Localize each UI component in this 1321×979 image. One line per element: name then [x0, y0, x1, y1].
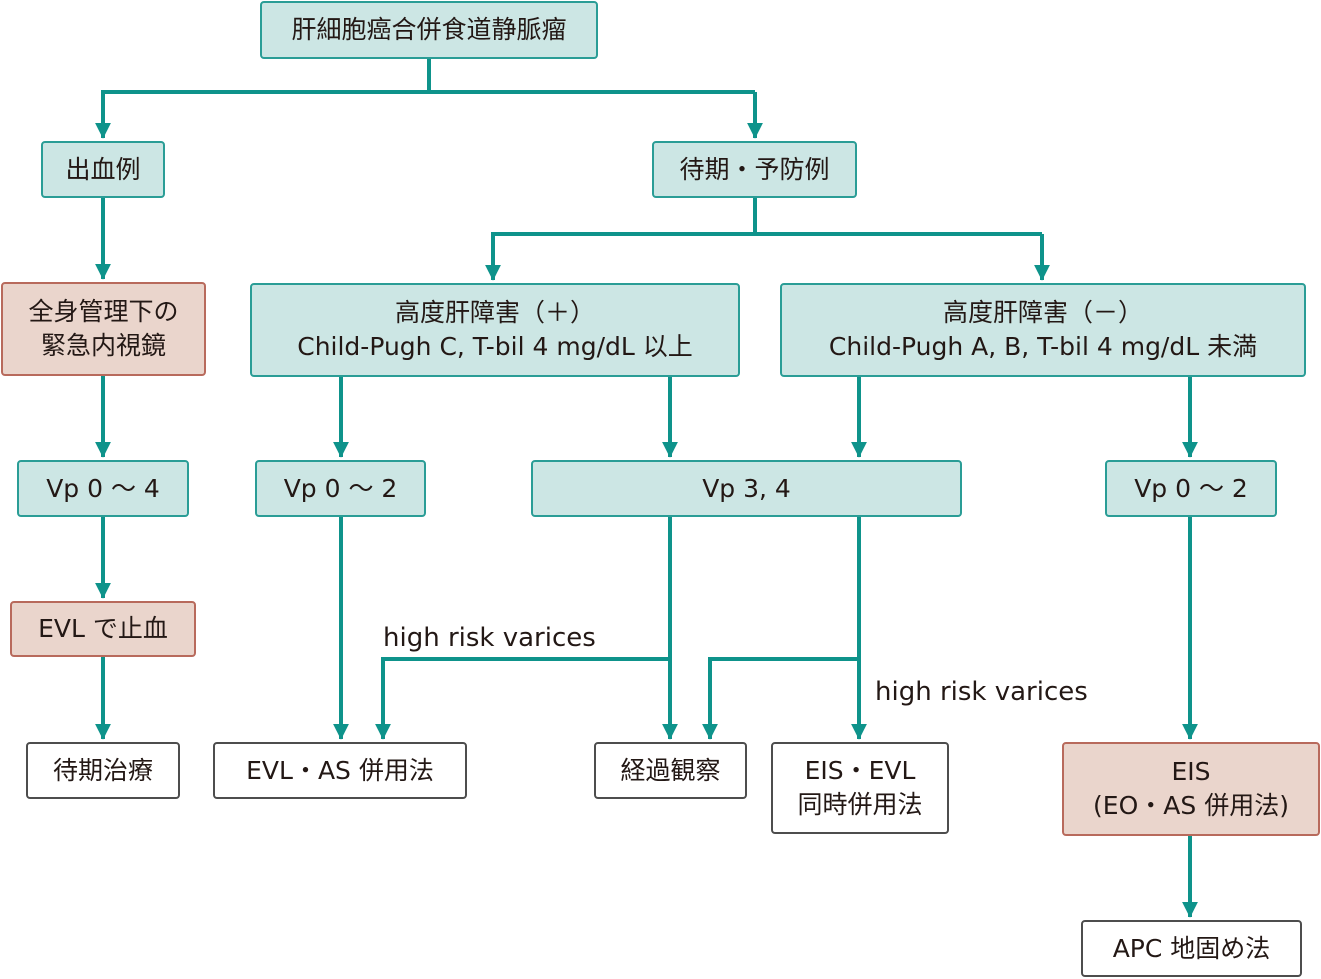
node-vp02-right-label: Vp 0 ～ 2: [1134, 473, 1248, 503]
label-high-risk-left: high risk varices: [383, 623, 596, 653]
node-eis-evl-line-2: 同時併用法: [797, 790, 923, 819]
node-mild-liver: 高度肝障害（－） Child-Pugh A, B, T-bil 4 mg/dL …: [780, 283, 1306, 377]
node-elective-treatment-label: 待期治療: [52, 755, 153, 785]
edge-root-to-bleeding: [95, 90, 755, 139]
node-severe-line-1: 高度肝障害（＋）: [394, 298, 595, 327]
node-bleeding-label: 出血例: [65, 154, 141, 184]
node-observation-label: 経過観察: [620, 755, 721, 785]
node-elective-label: 待期・予防例: [679, 154, 830, 184]
node-vp34-label: Vp 3, 4: [702, 473, 791, 503]
node-vp02-right: Vp 0 ～ 2: [1105, 460, 1277, 517]
node-eis-line-1: EIS: [1171, 757, 1211, 786]
node-severe-liver: 高度肝障害（＋） Child-Pugh C, T-bil 4 mg/dL 以上: [250, 283, 740, 377]
edge-elective-to-severe: [485, 232, 1042, 281]
node-eis: EIS (EO・AS 併用法): [1062, 742, 1320, 836]
node-mild-line-1: 高度肝障害（－）: [942, 298, 1143, 327]
node-eis-evl: EIS・EVL 同時併用法: [771, 742, 949, 834]
node-evl-hemostasis-label: EVL で止血: [38, 614, 168, 643]
node-severe-line-2: Child-Pugh C, T-bil 4 mg/dL 以上: [297, 332, 693, 361]
node-observation: 経過観察: [594, 742, 747, 799]
node-elective-treatment: 待期治療: [26, 742, 180, 799]
node-bleeding: 出血例: [41, 141, 165, 198]
label-high-risk-right: high risk varices: [875, 677, 1088, 707]
node-evl-as-label: EVL・AS 併用法: [246, 755, 434, 785]
node-apc: APC 地固め法: [1081, 920, 1302, 977]
node-mild-line-2: Child-Pugh A, B, T-bil 4 mg/dL 未満: [828, 332, 1258, 361]
node-vp02-left: Vp 0 ～ 2: [255, 460, 426, 517]
node-systemic-line-1: 全身管理下の: [28, 297, 179, 326]
edge-vp34-high-risk-to-evl-as: [375, 657, 670, 740]
node-root-label: 肝細胞癌合併食道静脈瘤: [291, 15, 567, 44]
node-systemic-endoscopy: 全身管理下の 緊急内視鏡: [1, 282, 206, 376]
node-evl-as: EVL・AS 併用法: [213, 742, 467, 799]
node-evl-hemostasis: EVL で止血: [10, 601, 196, 657]
edge-vp34-branch-to-observation: [702, 657, 859, 740]
node-eis-line-2: (EO・AS 併用法): [1093, 791, 1289, 820]
node-vp02-left-label: Vp 0 ～ 2: [283, 473, 398, 503]
node-vp04-label: Vp 0 ～ 4: [46, 473, 160, 503]
node-elective: 待期・予防例: [652, 141, 857, 198]
node-vp04: Vp 0 ～ 4: [17, 460, 189, 517]
node-root: 肝細胞癌合併食道静脈瘤: [260, 1, 598, 59]
node-eis-evl-line-1: EIS・EVL: [804, 756, 916, 785]
node-systemic-line-2: 緊急内視鏡: [40, 331, 166, 360]
node-vp34: Vp 3, 4: [531, 460, 962, 517]
node-apc-label: APC 地固め法: [1112, 933, 1271, 963]
